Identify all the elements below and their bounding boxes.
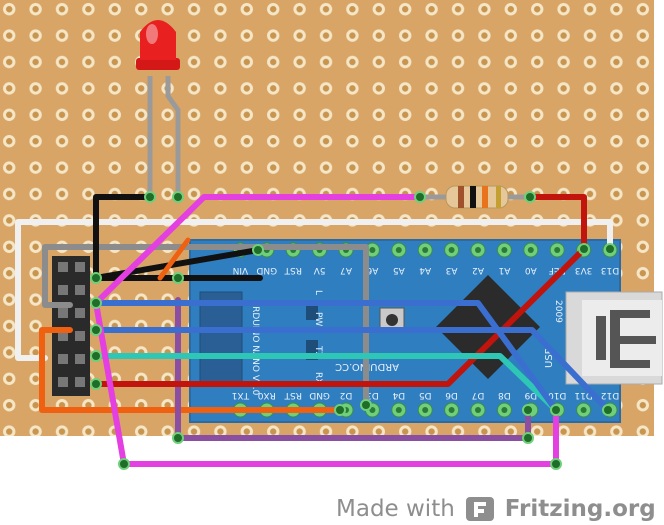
pin-label-rst: RST <box>284 390 302 400</box>
chip-ftdi <box>199 291 243 383</box>
pin-hole <box>448 247 455 253</box>
pin-label-vin: VIN <box>233 265 249 275</box>
pin-label-d5: D5 <box>419 390 432 400</box>
wire-purple[interactable] <box>175 297 531 441</box>
pin-label-rx0: RX0 <box>257 390 275 400</box>
pin-label-gnd: GND <box>256 265 277 275</box>
pin-hole <box>369 407 376 413</box>
pin-label-d6: D6 <box>445 390 458 400</box>
pin-label-3v3: 3V3 <box>575 265 593 275</box>
wire-magenta[interactable] <box>93 194 559 467</box>
pin-label-ref: REF <box>549 265 566 275</box>
led-label-rx: RX <box>313 372 323 384</box>
pin-label-gnd: GND <box>309 390 330 400</box>
pin-hole <box>554 247 561 253</box>
pin-label-a2: A2 <box>472 265 484 275</box>
pin-label-a6: A6 <box>366 265 378 275</box>
pin-hole <box>395 407 402 413</box>
pin-label-rst: RST <box>284 265 302 275</box>
red-led <box>136 20 181 198</box>
led-label-tx: TX <box>313 345 323 358</box>
pin-label-a0: A0 <box>525 265 537 275</box>
wire-blue-2[interactable] <box>93 327 611 413</box>
led-label-pwr: PWR <box>313 312 323 333</box>
pin-hole <box>580 407 587 413</box>
pin-hole <box>475 247 481 253</box>
wire-gray[interactable] <box>42 244 369 408</box>
pin-hole <box>475 407 481 413</box>
pin-hole <box>501 407 508 413</box>
pin-hole <box>448 407 455 413</box>
pin-label-d3: D3 <box>366 390 379 400</box>
pin-hole <box>395 247 402 253</box>
pin-label-tx1: TX1 <box>232 390 250 400</box>
pin-header <box>52 256 90 396</box>
pin-hole <box>527 247 534 253</box>
pin-label-a7: A7 <box>340 265 352 275</box>
pin-label-a4: A4 <box>419 265 431 275</box>
board-text-usb: USB <box>544 347 555 368</box>
board-text-side: ARDUINO NANO V3.0 <box>250 300 260 396</box>
pin-hole <box>422 407 429 413</box>
pin-label-d7: D7 <box>472 390 485 400</box>
footer: Made with Fritzing.org <box>336 494 656 524</box>
pin-label-d13: D13 <box>601 265 619 275</box>
pin-label-d9: D9 <box>524 390 537 400</box>
board-text-year: 2009 <box>553 300 563 323</box>
pin-hole <box>501 247 508 253</box>
resistor <box>420 185 530 209</box>
pin-label-5v: 5V <box>313 265 326 275</box>
pin-label-a3: A3 <box>446 265 458 275</box>
pin-hole <box>369 247 376 253</box>
pin-label-a5: A5 <box>393 265 405 275</box>
fritzing-brand-text[interactable]: Fritzing.org <box>504 496 656 522</box>
wire-orange[interactable] <box>39 327 343 413</box>
pin-hole <box>422 247 429 253</box>
wire-blue-1[interactable] <box>93 300 559 413</box>
pin-label-d8: D8 <box>498 390 511 400</box>
pin-label-d12: D12 <box>601 390 619 400</box>
made-with-text: Made with <box>336 496 455 522</box>
pin-label-d4: D4 <box>392 390 405 400</box>
led-label-l: L <box>313 290 323 295</box>
pin-label-d2: D2 <box>340 390 353 400</box>
wire-endpoints <box>90 191 616 470</box>
fritzing-logo-icon <box>465 497 494 521</box>
usb-connector <box>565 291 663 385</box>
wire-white[interactable] <box>15 219 613 361</box>
pin-label-d11: D11 <box>574 390 592 400</box>
pin-label-a1: A1 <box>498 265 510 275</box>
wire-teal[interactable] <box>93 353 559 413</box>
pin-label-d10: D10 <box>548 390 567 400</box>
